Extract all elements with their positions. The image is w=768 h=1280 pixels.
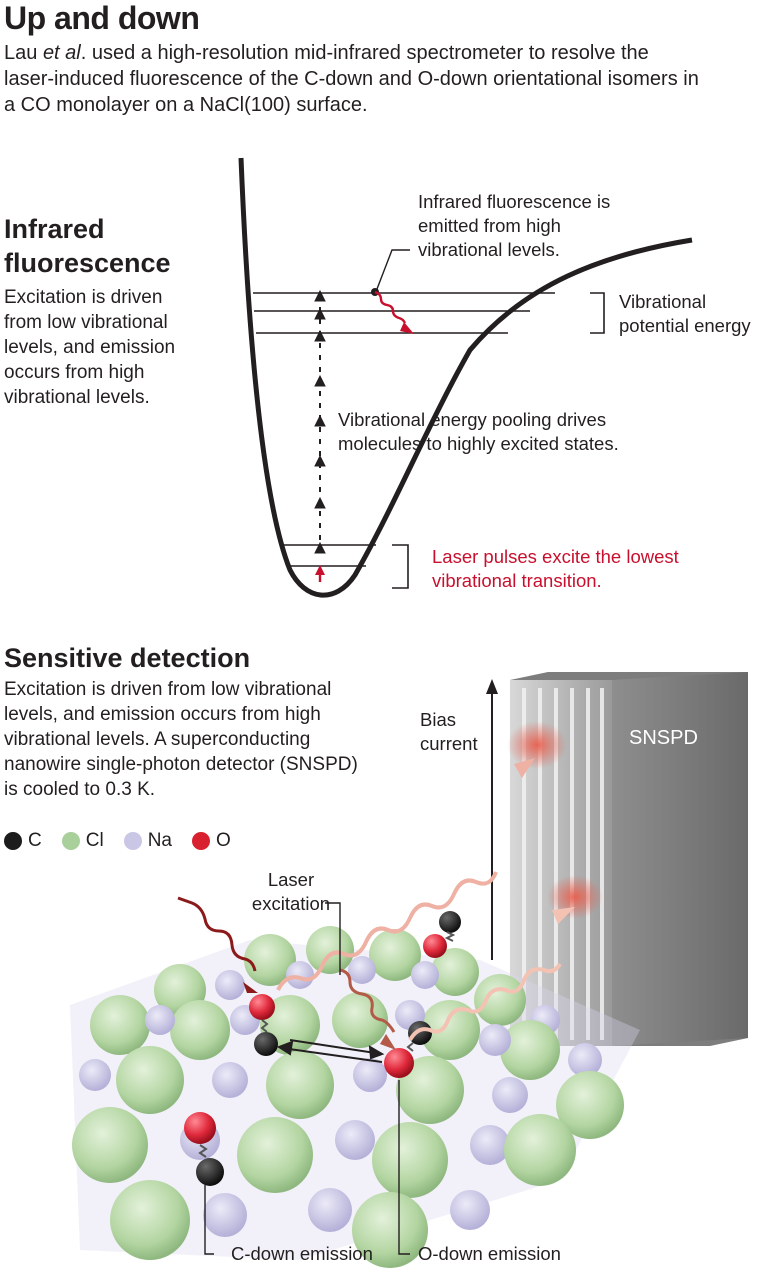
legend-item-o: O [191,830,231,852]
vibrational-label-line2: potential energy [619,315,751,336]
laser-excitation-wave [177,896,257,972]
detection-heading: Sensitive detection [4,643,251,673]
c-down-leader [204,1185,214,1255]
laser-excitation-arrowhead-2 [380,1034,396,1050]
o-down-emission-label: O-down emission [418,1243,561,1264]
pooling-arrows [314,289,326,554]
pooling-label: Vibrational energy pooling drives molecu… [338,409,619,454]
laser-label: Laser pulses excite the lowest vibration… [432,546,679,591]
fluorescence-label: Infrared fluorescence is emitted from hi… [418,191,611,260]
fluorescence-arrow [371,288,414,334]
legend-swatch-cl [61,832,80,850]
vibrational-bracket [590,292,605,334]
legend-item-c: C [4,830,42,852]
intro-text: Lau et al. used a high-resolution mid-in… [4,40,704,118]
legend-swatch-c [4,832,22,850]
infrared-heading-line1: Infrared [4,214,105,244]
legend-label-o: O [215,830,231,851]
legend: C Cl Na O [4,830,251,852]
intro-part2: . used a high-resolution mid-infrared sp… [4,42,699,116]
legend-label-c: C [28,830,42,851]
o-down-leader [398,1080,410,1255]
legend-label-na: Na [147,830,172,851]
laser-excitation-arrowhead [243,982,258,993]
emission-arrowhead-o-up [514,758,535,778]
snspd-detector [507,672,748,1046]
legend-label-cl: Cl [85,830,104,851]
legend-item-cl: Cl [61,830,104,852]
emission-wave-o-up [276,871,498,991]
co-molecule-o-down [384,1021,432,1078]
laser-excitation-label: Laser excitation [236,868,346,916]
exchange-arrows [276,1039,385,1063]
emission-wave-o-down [408,962,562,1042]
laser-excitation-wave-2 [339,968,396,1033]
co-molecule-c-down [184,1112,224,1186]
bias-current-arrow [486,679,498,960]
legend-swatch-na [123,832,142,850]
laser-bracket [392,544,409,589]
legend-item-na: Na [123,830,172,852]
laser-label-line1: Laser [267,869,315,890]
c-down-emission-label: C-down emission [231,1243,373,1264]
co-molecule-o-up-left [249,994,278,1056]
vibrational-label: Vibrational potential energy [619,290,768,338]
co-molecule-back [423,911,461,958]
infrared-heading: Infrared fluorescence [4,212,171,280]
detection-body: Excitation is driven from low vibrationa… [4,679,358,800]
infrared-heading-line2: fluorescence [4,248,171,278]
potential-curve [238,157,693,598]
emission-arrowhead-o-down [552,907,575,924]
laser-leader [325,902,341,975]
laser-label-line2: excitation [251,893,331,914]
fluorescence-leader [376,249,410,290]
infrared-body: Excitation is driven from low vibrationa… [4,287,176,408]
legend-swatch-o [191,832,210,850]
potential-energy-diagram [238,157,693,598]
snspd-label: SNSPD [629,727,698,749]
bias-current-label: Bias current [420,708,500,756]
vibrational-label-line1: Vibrational [619,291,707,312]
laser-arrow [315,565,325,582]
bias-label-line1: Bias [420,709,456,730]
page-title: Up and down [4,0,200,36]
bias-label-line2: current [420,733,478,754]
intro-italic: et al [42,42,81,64]
intro-part1: Lau [4,42,43,64]
